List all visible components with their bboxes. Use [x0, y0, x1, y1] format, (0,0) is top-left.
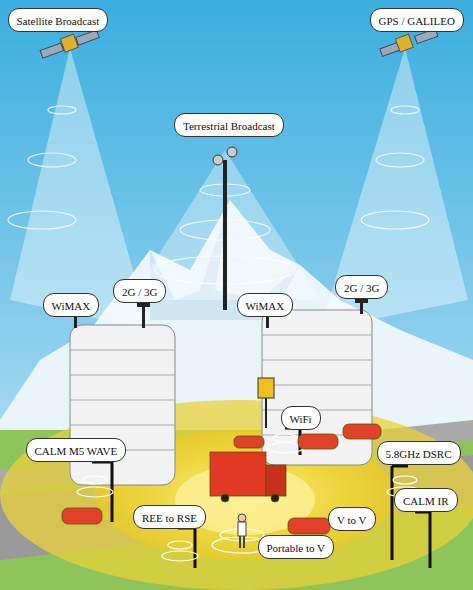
signal-beams	[28, 153, 76, 167]
label-text: REE to RSE	[142, 511, 197, 525]
person	[238, 514, 246, 522]
signal-rings	[77, 434, 423, 561]
label-text: Portable to V	[267, 541, 325, 555]
callout-label: WiMAX	[43, 293, 100, 317]
mast	[213, 155, 223, 165]
label-text: CALM IR	[403, 494, 449, 508]
signal-beams	[8, 48, 468, 330]
label-text: Terrestrial Broadcast	[183, 119, 275, 133]
mast	[227, 147, 237, 157]
callout-label: WiMAX	[237, 293, 294, 317]
signal-rings	[162, 551, 198, 561]
label-text: Satellite Broadcast	[17, 14, 100, 28]
roadside-pole	[415, 512, 430, 568]
building	[70, 350, 175, 450]
vehicle	[343, 424, 381, 439]
vehicle	[234, 436, 264, 448]
label-text: V to V	[337, 513, 367, 527]
label-text: WiMAX	[246, 299, 285, 313]
label-text: CALM M5 WAVE	[35, 444, 118, 458]
signal-beams	[320, 48, 468, 330]
mast	[223, 160, 227, 310]
vehicle	[298, 434, 338, 449]
satellite	[60, 34, 78, 52]
callout-label: V to V	[328, 507, 376, 531]
vehicle	[266, 465, 286, 496]
callout-label: Portable to V	[258, 535, 334, 559]
callout-label: 2G / 3G	[335, 275, 388, 299]
satellite	[40, 43, 63, 58]
person	[240, 536, 244, 548]
satellite	[395, 34, 413, 52]
callout-label: 2G / 3G	[113, 279, 166, 303]
label-text: GPS / GALILEO	[379, 14, 455, 28]
signal-beams	[361, 211, 429, 229]
label-text: WiFi	[290, 412, 312, 426]
person	[238, 522, 246, 536]
label-text: 2G / 3G	[344, 281, 379, 295]
callout-label: GPS / GALILEO	[370, 8, 464, 32]
vehicle	[221, 494, 229, 502]
signal-beams	[8, 106, 429, 284]
roadside-pole	[392, 466, 408, 560]
building	[262, 335, 372, 435]
mast	[213, 147, 237, 310]
label-text: WiMAX	[52, 299, 91, 313]
callout-label: Satellite Broadcast	[8, 8, 109, 32]
vehicle	[210, 452, 266, 496]
callout-label: WiFi	[281, 406, 321, 430]
person	[238, 514, 246, 548]
callout-label: Terrestrial Broadcast	[174, 113, 284, 137]
vehicle	[288, 518, 330, 534]
callout-label: 5.8GHz DSRC	[377, 441, 461, 465]
signal-beams	[8, 211, 76, 229]
wifi-sign	[258, 378, 274, 428]
satellite	[40, 29, 438, 58]
signal-rings	[168, 541, 192, 549]
wifi-sign	[258, 378, 274, 398]
signal-rings	[77, 487, 113, 497]
signal-beams	[48, 106, 76, 114]
satellite	[76, 30, 99, 45]
callout-label: REE to RSE	[133, 505, 206, 529]
signal-beams	[391, 106, 419, 114]
vehicle	[271, 494, 279, 502]
vehicle	[62, 508, 102, 524]
signal-rings	[273, 434, 297, 442]
wifi-sign	[265, 398, 267, 428]
signal-rings	[267, 443, 303, 453]
callout-label: CALM IR	[394, 488, 458, 512]
signal-beams	[376, 153, 424, 167]
signal-rings	[83, 476, 107, 484]
building	[262, 310, 372, 465]
label-text: 2G / 3G	[122, 285, 157, 299]
callout-label: CALM M5 WAVE	[26, 438, 127, 462]
label-text: 5.8GHz DSRC	[386, 447, 452, 461]
signal-rings	[393, 476, 417, 484]
